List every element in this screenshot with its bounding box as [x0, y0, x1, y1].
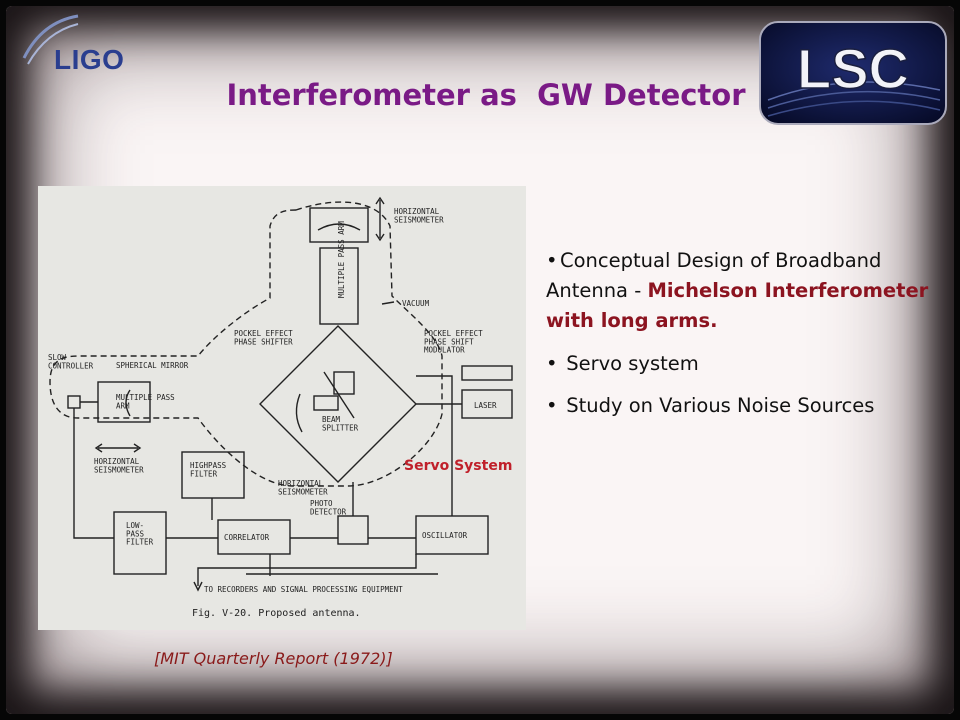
label-oscillator: OSCILLATOR: [422, 531, 468, 540]
bullet-item: •Conceptual Design of Broadband Antenna …: [546, 246, 946, 337]
label-multiple-pass-arm-top: MULTIPLE PASS ARM: [337, 221, 346, 298]
slide: LIGO LSC Interferometer as GW Detector H…: [6, 6, 954, 714]
lsc-logo-text: LSC: [797, 37, 909, 100]
figure-source-caption: [MIT Quarterly Report (1972)]: [154, 649, 393, 668]
ligo-swoosh-icon: [22, 14, 79, 65]
ligo-logo: LIGO: [54, 44, 125, 75]
figure-caption: Fig. V-20. Proposed antenna.: [192, 608, 361, 619]
label-spherical-mirror: SPHERICAL MIRROR: [116, 361, 189, 370]
bullet-text: Servo system: [560, 351, 699, 375]
bullet-list: •Conceptual Design of Broadband Antenna …: [546, 246, 946, 433]
bullet-dot: •: [546, 393, 558, 417]
label-recorders: TO RECORDERS AND SIGNAL PROCESSING EQUIP…: [204, 585, 403, 594]
lsc-logo: LSC: [759, 21, 947, 125]
bullet-dot: •: [546, 351, 558, 375]
bullet-highlight: Michelson Interferometer with long arms.: [546, 279, 929, 333]
bullet-text: Study on Various Noise Sources: [560, 393, 875, 417]
page-title: Interferometer as GW Detector: [226, 78, 746, 112]
servo-system-callout: Servo System: [404, 458, 513, 474]
bullet-dot: •: [546, 249, 558, 272]
bullet-item: • Servo system: [546, 349, 946, 379]
bullet-text: Conceptual Design of Broadband Antenna -: [546, 249, 882, 303]
label-correlator: CORRELATOR: [224, 533, 270, 542]
label-laser: LASER: [474, 401, 497, 410]
bullet-item: • Study on Various Noise Sources: [546, 391, 946, 421]
label-vacuum: VACUUM: [402, 299, 430, 308]
